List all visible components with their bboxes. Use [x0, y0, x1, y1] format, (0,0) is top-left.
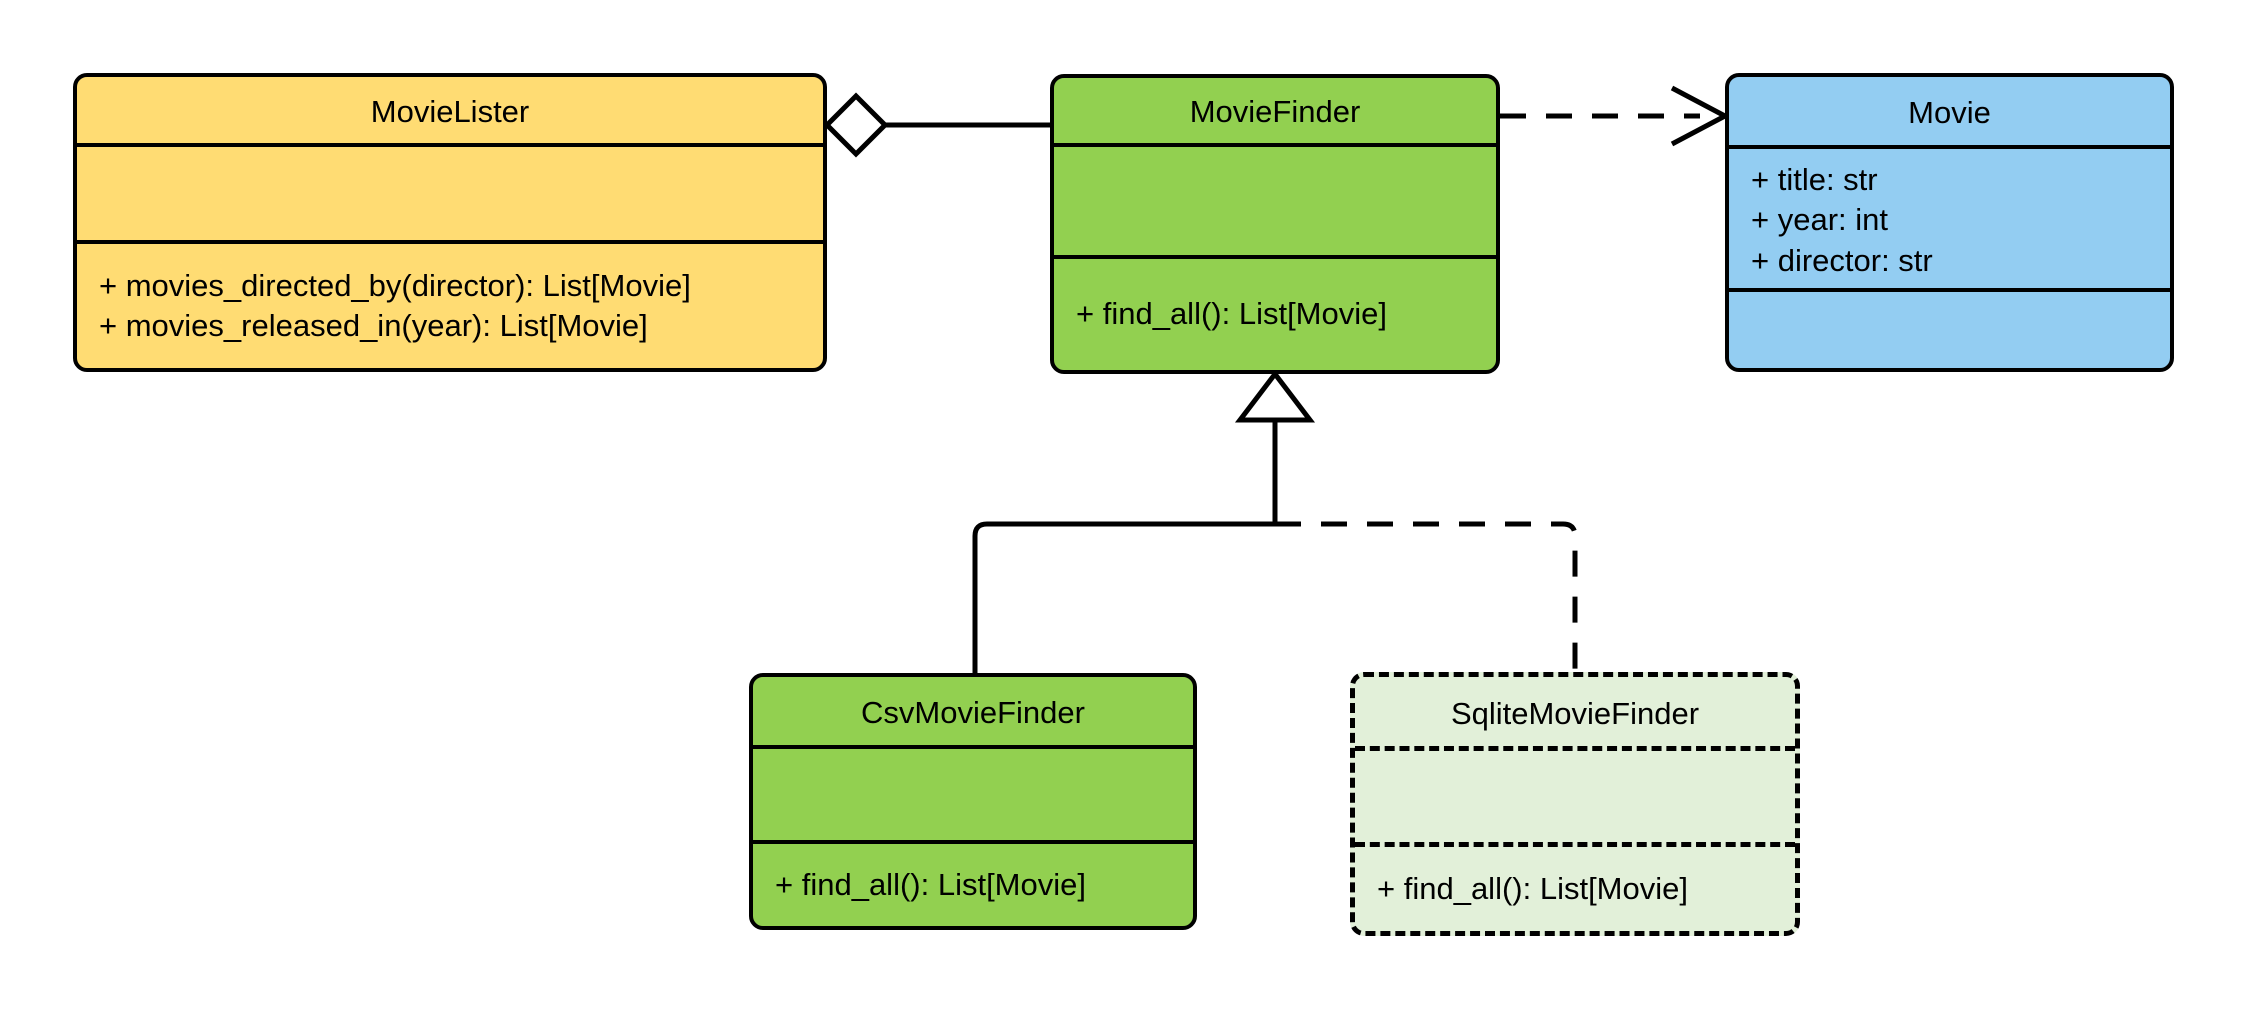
open-arrow-marker: [1670, 85, 1731, 147]
inheritance-sqlite-finder: [1275, 521, 1578, 672]
attribute-row: + director: str: [1751, 242, 1933, 278]
class-box-sqlite-movie-finder[interactable]: SqliteMovieFinder + find_all(): List[Mov…: [1350, 672, 1800, 936]
attributes-compartment-movie-lister: [77, 147, 823, 244]
class-name-movie-lister: MovieLister: [77, 77, 823, 147]
hollow-diamond-marker: [823, 92, 889, 158]
class-name-movie-finder: MovieFinder: [1054, 78, 1496, 147]
class-box-movie-finder[interactable]: MovieFinder + find_all(): List[Movie]: [1050, 74, 1500, 374]
attributes-compartment-csv-movie-finder: [753, 749, 1193, 844]
generalization-trunk: [1234, 369, 1316, 524]
inheritance-csv-finder: [972, 521, 1275, 673]
class-name-sqlite-movie-finder: SqliteMovieFinder: [1355, 677, 1795, 751]
operations-compartment-movie-lister: + movies_directed_by(director): List[Mov…: [77, 244, 823, 368]
attributes-compartment-movie-finder: [1054, 147, 1496, 259]
operation-row: + find_all(): List[Movie]: [775, 866, 1086, 902]
class-name-csv-movie-finder: CsvMovieFinder: [753, 677, 1193, 749]
class-box-movie-lister[interactable]: MovieLister + movies_directed_by(directo…: [73, 73, 827, 372]
operation-row: + movies_released_in(year): List[Movie]: [99, 308, 648, 343]
operation-row: + find_all(): List[Movie]: [1076, 296, 1387, 332]
operations-compartment-sqlite-movie-finder: + find_all(): List[Movie]: [1355, 847, 1795, 931]
operations-compartment-movie-finder: + find_all(): List[Movie]: [1054, 259, 1496, 370]
hollow-triangle-marker: [1234, 369, 1316, 423]
operations-compartment-csv-movie-finder: + find_all(): List[Movie]: [753, 844, 1193, 926]
csv-generalization-line: [972, 521, 1275, 673]
attributes-compartment-movie: + title: str + year: int + director: str: [1729, 149, 2170, 292]
class-box-movie[interactable]: Movie + title: str + year: int + directo…: [1725, 73, 2174, 372]
aggregation-lister-finder: [823, 92, 1050, 158]
operations-compartment-movie: [1729, 292, 2170, 368]
sqlite-generalization-line: [1275, 521, 1578, 672]
dependency-finder-movie: [1500, 85, 1731, 147]
class-box-csv-movie-finder[interactable]: CsvMovieFinder + find_all(): List[Movie]: [749, 673, 1197, 930]
operation-row: + find_all(): List[Movie]: [1377, 870, 1688, 906]
attribute-row: + year: int: [1751, 202, 1888, 238]
attribute-row: + title: str: [1751, 162, 1878, 198]
attributes-compartment-sqlite-movie-finder: [1355, 751, 1795, 847]
operation-row: + movies_directed_by(director): List[Mov…: [99, 267, 691, 303]
class-name-movie: Movie: [1729, 77, 2170, 149]
